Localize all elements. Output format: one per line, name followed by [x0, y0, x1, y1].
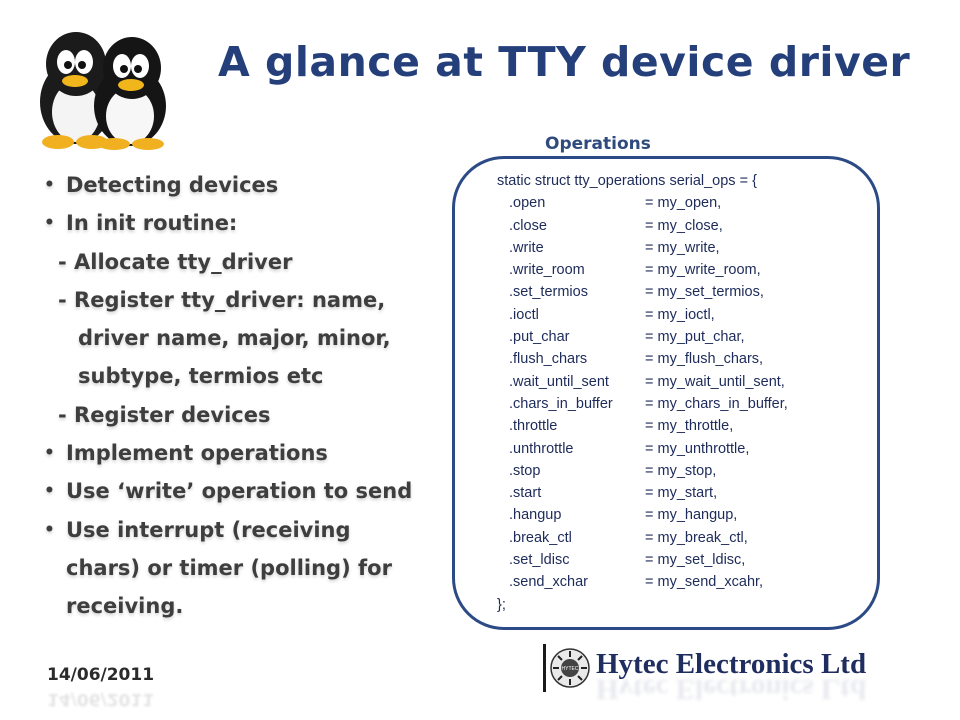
operations-label: Operations: [545, 134, 651, 154]
code-box: [452, 156, 880, 630]
bullet-text: - Register devices: [58, 402, 271, 427]
code-field: .wait_until_sent: [509, 373, 609, 390]
code-value: = my_break_ctl,: [645, 529, 748, 546]
bullet-dot-icon: •: [44, 175, 55, 195]
code-field: .close: [509, 217, 547, 234]
code-value: = my_wait_until_sent,: [645, 373, 785, 390]
bullet-text: subtype, termios etc: [78, 364, 324, 389]
code-value: = my_send_xcahr,: [645, 574, 764, 591]
bullet-text: - Register tty_driver: name,: [58, 287, 386, 312]
code-value: = my_chars_in_buffer,: [645, 395, 788, 412]
bullet-dot-icon: •: [44, 519, 55, 540]
bullet-text: Detecting devices: [66, 173, 279, 197]
code-value: = my_set_termios,: [645, 284, 764, 301]
bullet-item: • In init routine:: [44, 204, 424, 242]
code-value: = my_unthrottle,: [645, 440, 750, 457]
bullet-text: - Allocate tty_driver: [58, 249, 293, 274]
bullet-item: subtype, termios etc: [44, 357, 424, 395]
code-line: .chars_in_buffer = my_chars_in_buffer,: [497, 393, 788, 415]
code-field: .break_ctl: [509, 529, 572, 546]
bullet-dot-icon: •: [44, 443, 55, 464]
code-line: .flush_chars = my_flush_chars,: [497, 348, 788, 370]
code-line: .put_char = my_put_char,: [497, 326, 788, 348]
code-block: static struct tty_operations serial_ops …: [497, 170, 788, 616]
penguins-icon: [40, 32, 166, 150]
code-value: = my_stop,: [645, 462, 717, 479]
code-field: .set_termios: [509, 284, 588, 301]
code-line: .set_ldisc = my_set_ldisc,: [497, 549, 788, 571]
company-name: Hytec Electronics Ltd: [596, 648, 867, 680]
code-field: .write: [509, 239, 544, 256]
code-value: = my_start,: [645, 485, 718, 502]
bullet-text: Use interrupt (receiving: [66, 517, 351, 542]
hytec-logo-icon: HYTEC: [540, 640, 592, 696]
code-line: .unthrottle = my_unthrottle,: [497, 438, 788, 460]
code-value: = my_write_room,: [645, 262, 761, 279]
code-header: static struct tty_operations serial_ops …: [497, 173, 757, 189]
code-line: .wait_until_sent = my_wait_until_sent,: [497, 371, 788, 393]
code-field: .chars_in_buffer: [509, 395, 613, 412]
code-line: .close = my_close,: [497, 215, 788, 237]
bullet-item: • Implement operations: [44, 434, 424, 472]
code-line: .write_room = my_write_room,: [497, 259, 788, 281]
bullet-text: receiving.: [66, 594, 184, 619]
code-line: .ioctl = my_ioctl,: [497, 304, 788, 326]
code-field: .ioctl: [509, 306, 539, 323]
slide-date-reflection: 14/06/2011: [47, 689, 155, 709]
bullet-dot-icon: •: [44, 481, 55, 502]
code-line: .write = my_write,: [497, 237, 788, 259]
code-field: .send_xchar: [509, 574, 588, 591]
code-value: = my_ioctl,: [645, 306, 715, 323]
bullet-list: • Detecting devices • In init routine: - All…: [44, 166, 424, 626]
code-line: .throttle = my_throttle,: [497, 415, 788, 437]
code-field: .stop: [509, 462, 541, 479]
code-field: .write_room: [509, 262, 585, 279]
code-value: = my_set_ldisc,: [645, 552, 746, 569]
slide-title: A glance at TTY device driver: [218, 38, 911, 86]
code-line: .open = my_open,: [497, 192, 788, 214]
bullet-item: chars) or timer (polling) for: [44, 549, 424, 587]
bullet-item: - Register devices: [44, 396, 424, 434]
code-line: .hangup = my_hangup,: [497, 504, 788, 526]
code-value: = my_hangup,: [645, 507, 738, 524]
bullet-item: - Allocate tty_driver: [44, 243, 424, 281]
code-value: = my_close,: [645, 217, 723, 234]
code-footer: };: [497, 596, 506, 613]
svg-text:HYTEC: HYTEC: [562, 666, 579, 672]
code-field: .start: [509, 485, 542, 502]
code-value: = my_write,: [645, 239, 720, 256]
bullet-item: - Register tty_driver: name,: [44, 281, 424, 319]
code-field: .put_char: [509, 329, 570, 346]
bullet-item: • Use ‘write’ operation to send: [44, 472, 424, 510]
code-line: .stop = my_stop,: [497, 460, 788, 482]
code-field: .hangup: [509, 507, 562, 524]
bullet-text: chars) or timer (polling) for: [66, 555, 392, 580]
bullet-item: • Detecting devices: [44, 166, 424, 204]
code-field: .flush_chars: [509, 351, 588, 368]
bullet-item: receiving.: [44, 587, 424, 625]
code-line: .send_xchar = my_send_xcahr,: [497, 571, 788, 593]
bullet-item: • Use interrupt (receiving: [44, 511, 424, 549]
code-field: .throttle: [509, 418, 558, 435]
bullet-item: driver name, major, minor,: [44, 319, 424, 357]
bullet-text: Implement operations: [66, 441, 328, 466]
code-line: .set_termios = my_set_termios,: [497, 281, 788, 303]
code-value: = my_throttle,: [645, 418, 734, 435]
bullet-text: driver name, major, minor,: [78, 326, 391, 351]
code-line: .break_ctl = my_break_ctl,: [497, 527, 788, 549]
company-name-reflection: Hytec Electronics Ltd: [596, 673, 867, 705]
code-value: = my_flush_chars,: [645, 351, 764, 368]
bullet-text: Use ‘write’ operation to send: [66, 479, 413, 504]
code-field: .open: [509, 195, 546, 212]
code-value: = my_put_char,: [645, 329, 745, 346]
bullet-text: In init routine:: [66, 211, 238, 236]
code-field: .unthrottle: [509, 440, 574, 457]
code-field: .set_ldisc: [509, 552, 570, 569]
code-line: .start = my_start,: [497, 482, 788, 504]
bullet-dot-icon: •: [44, 213, 55, 234]
slide-date: 14/06/2011: [47, 665, 155, 685]
code-value: = my_open,: [645, 195, 722, 212]
